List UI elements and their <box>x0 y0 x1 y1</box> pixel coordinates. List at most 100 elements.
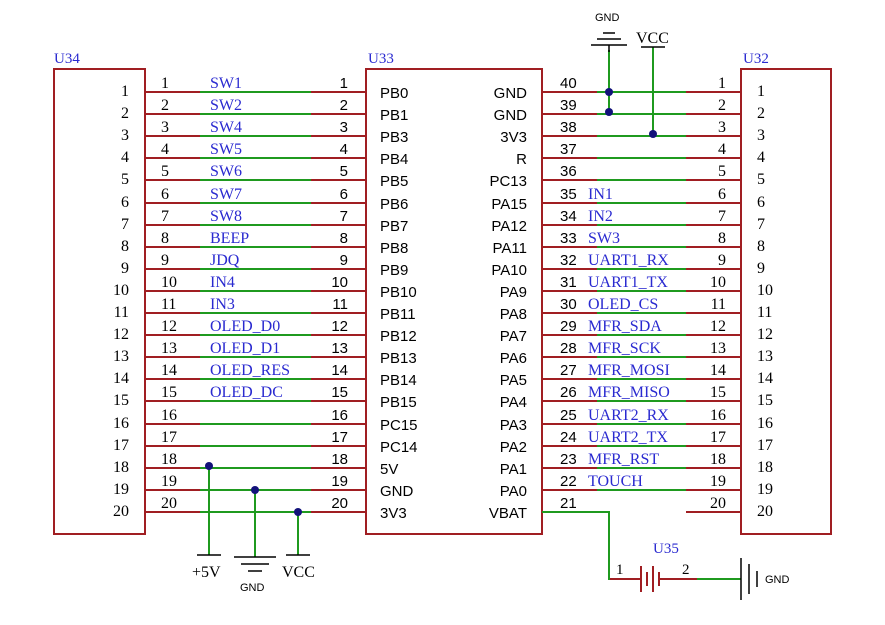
u34-pin-label: 2 <box>161 97 169 114</box>
u32-pin-number: 9 <box>757 260 765 277</box>
right-net-label: UART1_TX <box>588 274 668 291</box>
right-net-label: UART2_RX <box>588 407 669 424</box>
u34-pin-number: 10 <box>113 282 129 299</box>
right-net-label: IN1 <box>588 186 613 203</box>
top-gnd-label: GND <box>595 12 620 24</box>
u33-right-pin-name: R <box>516 151 527 168</box>
u32-pin-label: 6 <box>718 186 726 203</box>
u33-left-pin-name: PB0 <box>380 85 408 102</box>
u33-right-pin-number: 23 <box>560 451 577 468</box>
u34-pin-label: 17 <box>161 429 177 446</box>
u32-pin-number: 4 <box>757 149 765 166</box>
u34-pin-label: 10 <box>161 274 177 291</box>
u33-right-pin-name: PA9 <box>500 284 527 301</box>
u33-right-pin-name: GND <box>494 107 528 124</box>
left-net-label: BEEP <box>210 230 249 247</box>
u32-pin-number: 17 <box>757 437 773 454</box>
u33-left-pin-number: 2 <box>340 97 348 114</box>
battery-u35: U35 1 2 <box>542 511 741 592</box>
u32-pin-number: 1 <box>757 83 765 100</box>
left-net-label: OLED_D0 <box>210 318 280 335</box>
u33-left-pin-number: 8 <box>340 230 348 247</box>
u32-pin-number: 10 <box>757 282 773 299</box>
right-net-label: UART2_TX <box>588 429 668 446</box>
u32-pin-number: 5 <box>757 171 765 188</box>
u33-left-pin-name: PB10 <box>380 284 417 301</box>
u34-pin-number: 18 <box>113 459 129 476</box>
right-net-label: SW3 <box>588 230 620 247</box>
u33-right-pin-number: 26 <box>560 384 577 401</box>
right-net-label: MFR_SCK <box>588 340 661 357</box>
u33-left-pin-number: 14 <box>331 362 348 379</box>
u34-pin-label: 7 <box>161 208 169 225</box>
u34-pin-label: 19 <box>161 473 177 490</box>
u33-right-pin-number: 38 <box>560 119 577 136</box>
u32-pin-label: 14 <box>710 362 726 379</box>
u33-right-pin-name: PA7 <box>500 328 527 345</box>
u34-pin-number: 1 <box>121 83 129 100</box>
bottom-vcc-label: VCC <box>282 564 315 581</box>
battery-gnd-symbol: GND <box>740 558 790 600</box>
u33-right-pin-name: PA1 <box>500 461 527 478</box>
junction-gnd-40 <box>605 88 613 96</box>
u33-right-pin-number: 35 <box>560 186 577 203</box>
left-net-label: SW6 <box>210 163 242 180</box>
u34-pin-number: 20 <box>113 503 129 520</box>
u32-pin-label: 19 <box>710 473 726 490</box>
u34-pin-number: 2 <box>121 105 129 122</box>
top-vcc-label: VCC <box>636 30 669 47</box>
u33-left-pin-number: 20 <box>331 495 348 512</box>
u32-pin-label: 20 <box>710 495 726 512</box>
left-net-label: SW5 <box>210 141 242 158</box>
u33-left-pin-number: 16 <box>331 407 348 424</box>
u34-ref: U34 <box>54 51 80 67</box>
u33-left-pin-number: 11 <box>332 296 348 313</box>
left-net-label: OLED_RES <box>210 362 290 379</box>
right-net-label: MFR_SDA <box>588 318 662 335</box>
u32-pin-label: 18 <box>710 451 726 468</box>
u32-pin-label: 10 <box>710 274 726 291</box>
u34-pin-number: 8 <box>121 238 129 255</box>
u33-left-pin-number: 7 <box>340 208 348 225</box>
u32-pin-number: 11 <box>757 304 772 321</box>
junction-3v3-38 <box>649 130 657 138</box>
bottom-gnd-label: GND <box>240 582 265 594</box>
u32-pin-label: 17 <box>710 429 726 446</box>
u34-pin-number: 9 <box>121 260 129 277</box>
u33-right-pin-name: GND <box>494 85 528 102</box>
u33-right-pin-number: 30 <box>560 296 577 313</box>
u33-right-pin-number: 36 <box>560 163 577 180</box>
u34-pin-label: 20 <box>161 495 177 512</box>
battery-pin2: 2 <box>682 562 690 578</box>
u32-pin-number: 19 <box>757 481 773 498</box>
u32-body <box>740 68 832 535</box>
u32-pin-number: 12 <box>757 326 773 343</box>
junction-gnd-39 <box>605 108 613 116</box>
u33-left-pin-name: PB12 <box>380 328 417 345</box>
u33-left-pin-number: 6 <box>340 186 348 203</box>
bottom-5v-symbol: +5V <box>192 466 221 581</box>
u34-pin-number: 15 <box>113 392 129 409</box>
u34-pin-label: 12 <box>161 318 177 335</box>
u33-right-pin-name: PA6 <box>500 350 527 367</box>
u32-pin-number: 3 <box>757 127 765 144</box>
u33-right-pin-number: 34 <box>560 208 577 225</box>
right-net-label: TOUCH <box>588 473 643 490</box>
u33-right-pin-name: PA0 <box>500 483 527 500</box>
right-net-label: MFR_MISO <box>588 384 670 401</box>
u33-left-pin-name: 5V <box>380 461 398 478</box>
bottom-vcc-symbol: VCC <box>282 512 315 581</box>
u34-pin-number: 14 <box>113 370 129 387</box>
right-net-label: OLED_CS <box>588 296 658 313</box>
u33-left-pin-name: PC15 <box>380 417 418 434</box>
u33-right-pin-name: PA3 <box>500 417 527 434</box>
u33-body <box>365 68 543 535</box>
u34-pin-number: 5 <box>121 171 129 188</box>
u32-pin-number: 6 <box>757 194 765 211</box>
right-net-label: UART1_RX <box>588 252 669 269</box>
u34-pin-number: 3 <box>121 127 129 144</box>
u33-left-pin-name: PB8 <box>380 240 408 257</box>
u32-pin-label: 9 <box>718 252 726 269</box>
u33-left-pin-name: PB6 <box>380 196 408 213</box>
u33-right-pin-name: PA8 <box>500 306 527 323</box>
